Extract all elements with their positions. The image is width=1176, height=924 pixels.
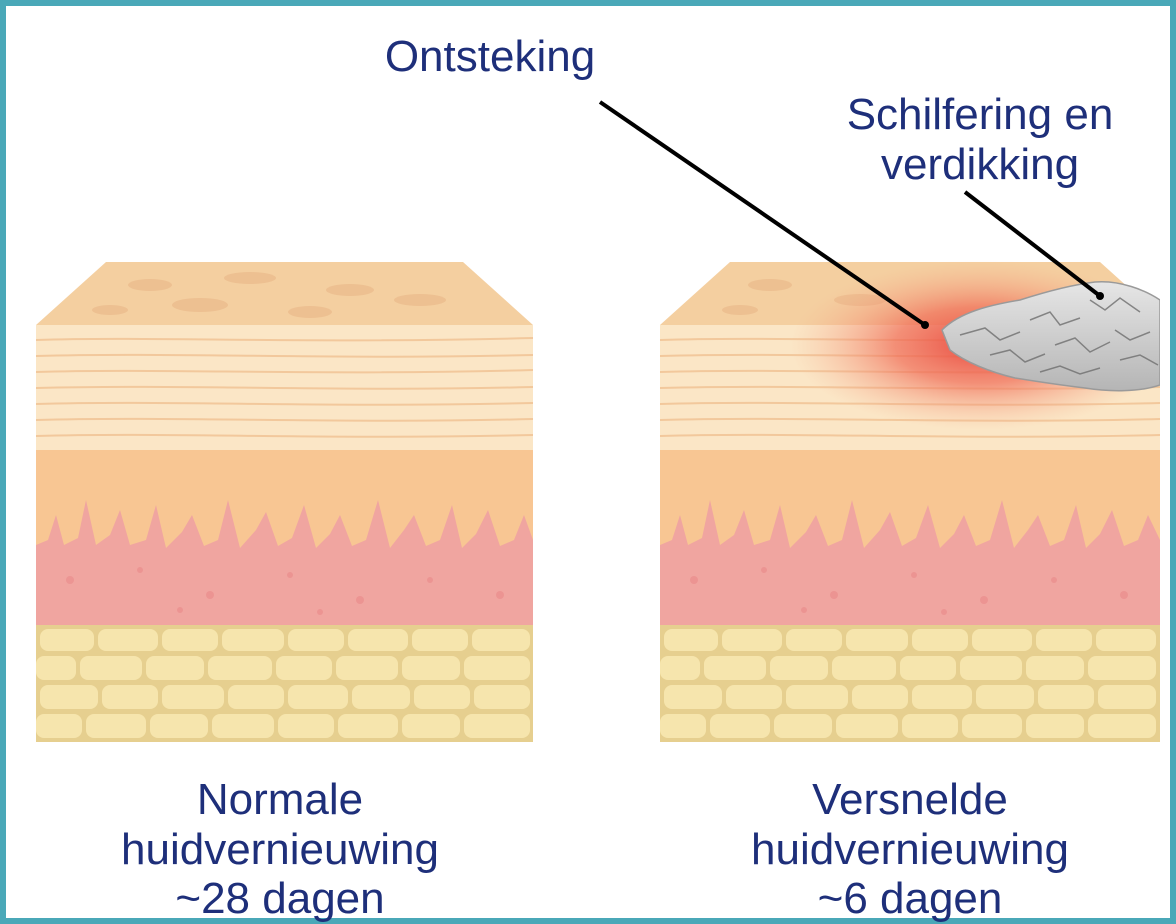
caption-normal: Normale huidvernieuwing ~28 dagen	[60, 775, 500, 924]
caption-normal-line3: ~28 dagen	[60, 874, 500, 924]
caption-accelerated-line1: Versnelde	[690, 775, 1130, 825]
label-inflammation: Ontsteking	[340, 32, 640, 82]
skin-top-surface	[36, 262, 533, 325]
accelerated-skin-block	[660, 260, 1170, 742]
label-inflammation-text: Ontsteking	[340, 32, 640, 82]
normal-skin-block	[36, 262, 533, 742]
caption-normal-line1: Normale	[60, 775, 500, 825]
caption-normal-line2: huidvernieuwing	[60, 825, 500, 875]
pointer-dot-schilfering	[1096, 292, 1104, 300]
caption-accelerated-line2: huidvernieuwing	[690, 825, 1130, 875]
caption-accelerated-line3: ~6 dagen	[690, 874, 1130, 924]
pointer-dot-ontsteking	[921, 321, 929, 329]
label-scaling-line2: verdikking	[800, 140, 1160, 190]
label-scaling-line1: Schilfering en	[800, 90, 1160, 140]
caption-accelerated: Versnelde huidvernieuwing ~6 dagen	[690, 775, 1130, 924]
label-scaling: Schilfering en verdikking	[800, 90, 1160, 189]
